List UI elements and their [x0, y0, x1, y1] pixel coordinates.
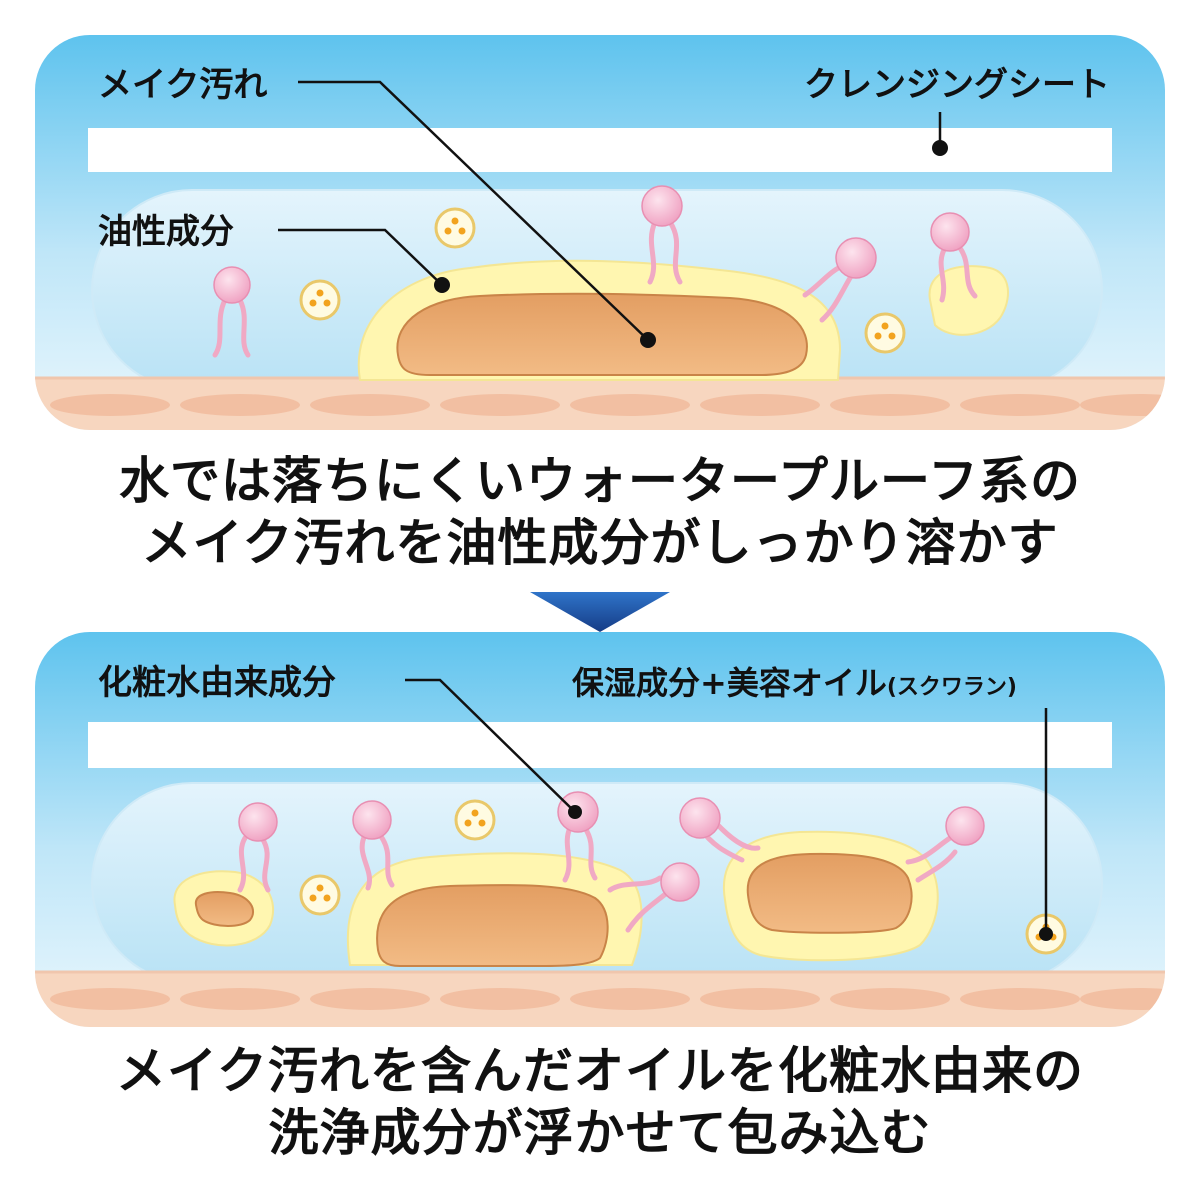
bottom-panel: 化粧水由来成分 保湿成分+美容オイル(スクワラン) [35, 632, 1200, 1032]
makeup-dirt-small [196, 892, 253, 926]
toner-component-label: 化粧水由来成分 [98, 663, 336, 703]
cleansing-sheet-label: クレンジングシート [804, 65, 1110, 105]
makeup-dirt-top [397, 294, 807, 375]
caption-top-line1: 水では落ちにくいウォータープルーフ系の [0, 450, 1200, 512]
caption-bottom: メイク汚れを含んだオイルを化粧水由来の 洗浄成分が浮かせて包み込む [0, 1040, 1200, 1164]
cleansing-sheet [88, 128, 1112, 172]
makeup-dirt-mid [377, 885, 608, 966]
makeup-dirt-right [748, 854, 912, 933]
skin-cells [50, 394, 1200, 416]
caption-bottom-line2: 洗浄成分が浮かせて包み込む [0, 1102, 1200, 1164]
caption-top: 水では落ちにくいウォータープルーフ系の メイク汚れを油性成分がしっかり溶かす [0, 450, 1200, 574]
down-arrow [530, 592, 670, 632]
skin-cells-bottom [50, 988, 1200, 1010]
moisture-oil-sub: (スクワラン) [887, 675, 1017, 700]
caption-bottom-line1: メイク汚れを含んだオイルを化粧水由来の [0, 1040, 1200, 1102]
oil-component-label: 油性成分 [98, 212, 234, 252]
makeup-dirt-label: メイク汚れ [98, 65, 267, 105]
moisture-oil-main: 保湿成分+美容オイル [572, 664, 887, 702]
top-panel: メイク汚れ クレンジングシート 油性成分 [35, 35, 1200, 438]
cleansing-sheet-bottom [88, 722, 1112, 768]
caption-top-line2: メイク汚れを油性成分がしっかり溶かす [0, 512, 1200, 574]
